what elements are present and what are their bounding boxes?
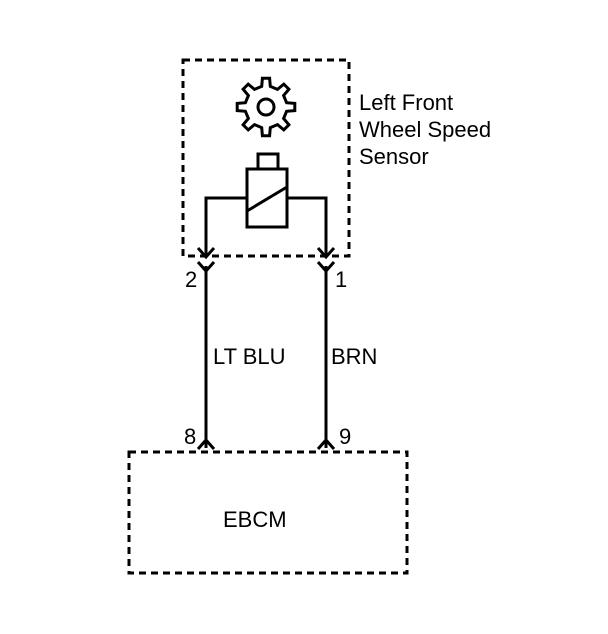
connector-arrow [196,247,216,260]
pin-label-8: 8 [184,424,196,449]
wire-color-left: LT BLU [213,344,286,369]
sensor-label-line2: Wheel Speed [359,117,491,142]
pin-label-1: 1 [335,267,347,292]
pin-label-9: 9 [339,424,351,449]
sensor-housing [181,58,351,258]
connector-arrow [316,247,336,260]
sensor-element [245,152,289,229]
pin-label-2: 2 [185,267,197,292]
sensor-label-line1: Left Front [359,90,453,115]
sensor-label-line3: Sensor [359,144,429,169]
connector-arrow [316,437,336,450]
wire-color-right: BRN [331,344,377,369]
module-box [127,450,409,575]
sensor-lead-left [204,196,247,255]
connector-arrow [196,437,216,450]
sensor-lead-right [287,196,328,255]
module-label: EBCM [223,507,287,532]
gear-icon [235,76,297,138]
